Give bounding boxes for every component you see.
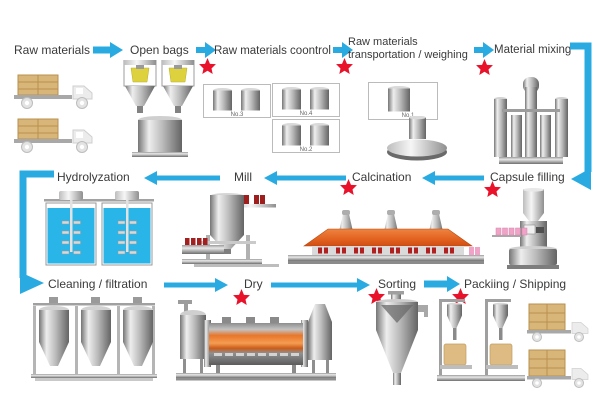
hydrolyzation-tanks-illustration (44, 191, 154, 266)
step-label-hydrolyzation: Hydrolyzation (57, 170, 130, 184)
weighing-silo-box: No.1 (368, 82, 438, 120)
flow-arrow-right-icon (333, 42, 353, 58)
key-step-star-icon (476, 59, 493, 75)
flow-connector-down-right-icon (19, 170, 54, 294)
control-silo-box-c: No.2 (272, 119, 340, 153)
shipping-trucks-illustration (527, 303, 589, 388)
step-label-sorting: Sorting (378, 277, 417, 291)
material-mixing-machine-illustration (494, 77, 568, 164)
sorting-cyclone-illustration (376, 291, 428, 385)
weighing-scale-illustration (387, 116, 447, 161)
calcination-furnace-illustration (288, 210, 484, 264)
step-label-dry: Dry (244, 277, 263, 291)
mill-illustration (182, 193, 279, 267)
unit-label: No.3 (231, 112, 244, 118)
flow-arrow-right-icon (271, 278, 370, 292)
step-label-capsule-filling: Capsule filling (490, 170, 565, 184)
control-silo-box-b: No.4 (272, 83, 340, 117)
key-step-star-icon (199, 58, 216, 74)
step-label-open-bags: Open bags (130, 43, 189, 57)
control-silo-box-a: No.3 (203, 84, 271, 118)
cleaning-filtration-tanks-illustration (31, 297, 157, 381)
step-label-raw-materials-control: Raw materials coontrol (214, 45, 331, 57)
step-label-transportation-weighing: Raw materials transportation / weighing (348, 36, 468, 62)
flow-arrow-right-icon (474, 42, 494, 58)
flow-arrow-left-icon (264, 171, 346, 185)
raw-materials-trucks-illustration (13, 74, 93, 153)
unit-label: No.2 (300, 147, 313, 153)
step-label-raw-materials: Raw materials (14, 43, 91, 57)
step-label-material-mixing: Material mixing (494, 44, 572, 56)
capsule-filling-machine-illustration (492, 188, 559, 269)
flow-arrow-right-icon (196, 42, 216, 58)
flow-arrow-right-icon (93, 42, 123, 58)
transportation-line1: Raw materials (348, 36, 418, 48)
unit-label: No.1 (402, 113, 415, 119)
flow-arrow-right-icon (424, 276, 460, 292)
flow-arrow-left-icon (144, 171, 220, 185)
step-label-packing-shipping: Packiing / Shipping (464, 277, 567, 291)
dryer-illustration (176, 300, 336, 381)
flow-arrow-left-icon (422, 171, 484, 185)
transportation-line2: transportation / weighing (348, 49, 468, 61)
step-label-mill: Mill (234, 170, 252, 184)
flow-arrow-right-icon (164, 278, 228, 292)
packing-machines-illustration (437, 299, 525, 381)
step-label-cleaning-filtration: Cleaning / filtration (48, 277, 148, 291)
unit-label: No.4 (300, 111, 313, 117)
flow-connector-down-left-icon (570, 42, 592, 190)
step-label-calcination: Calcination (352, 170, 412, 184)
open-bags-machine-illustration (123, 60, 195, 157)
